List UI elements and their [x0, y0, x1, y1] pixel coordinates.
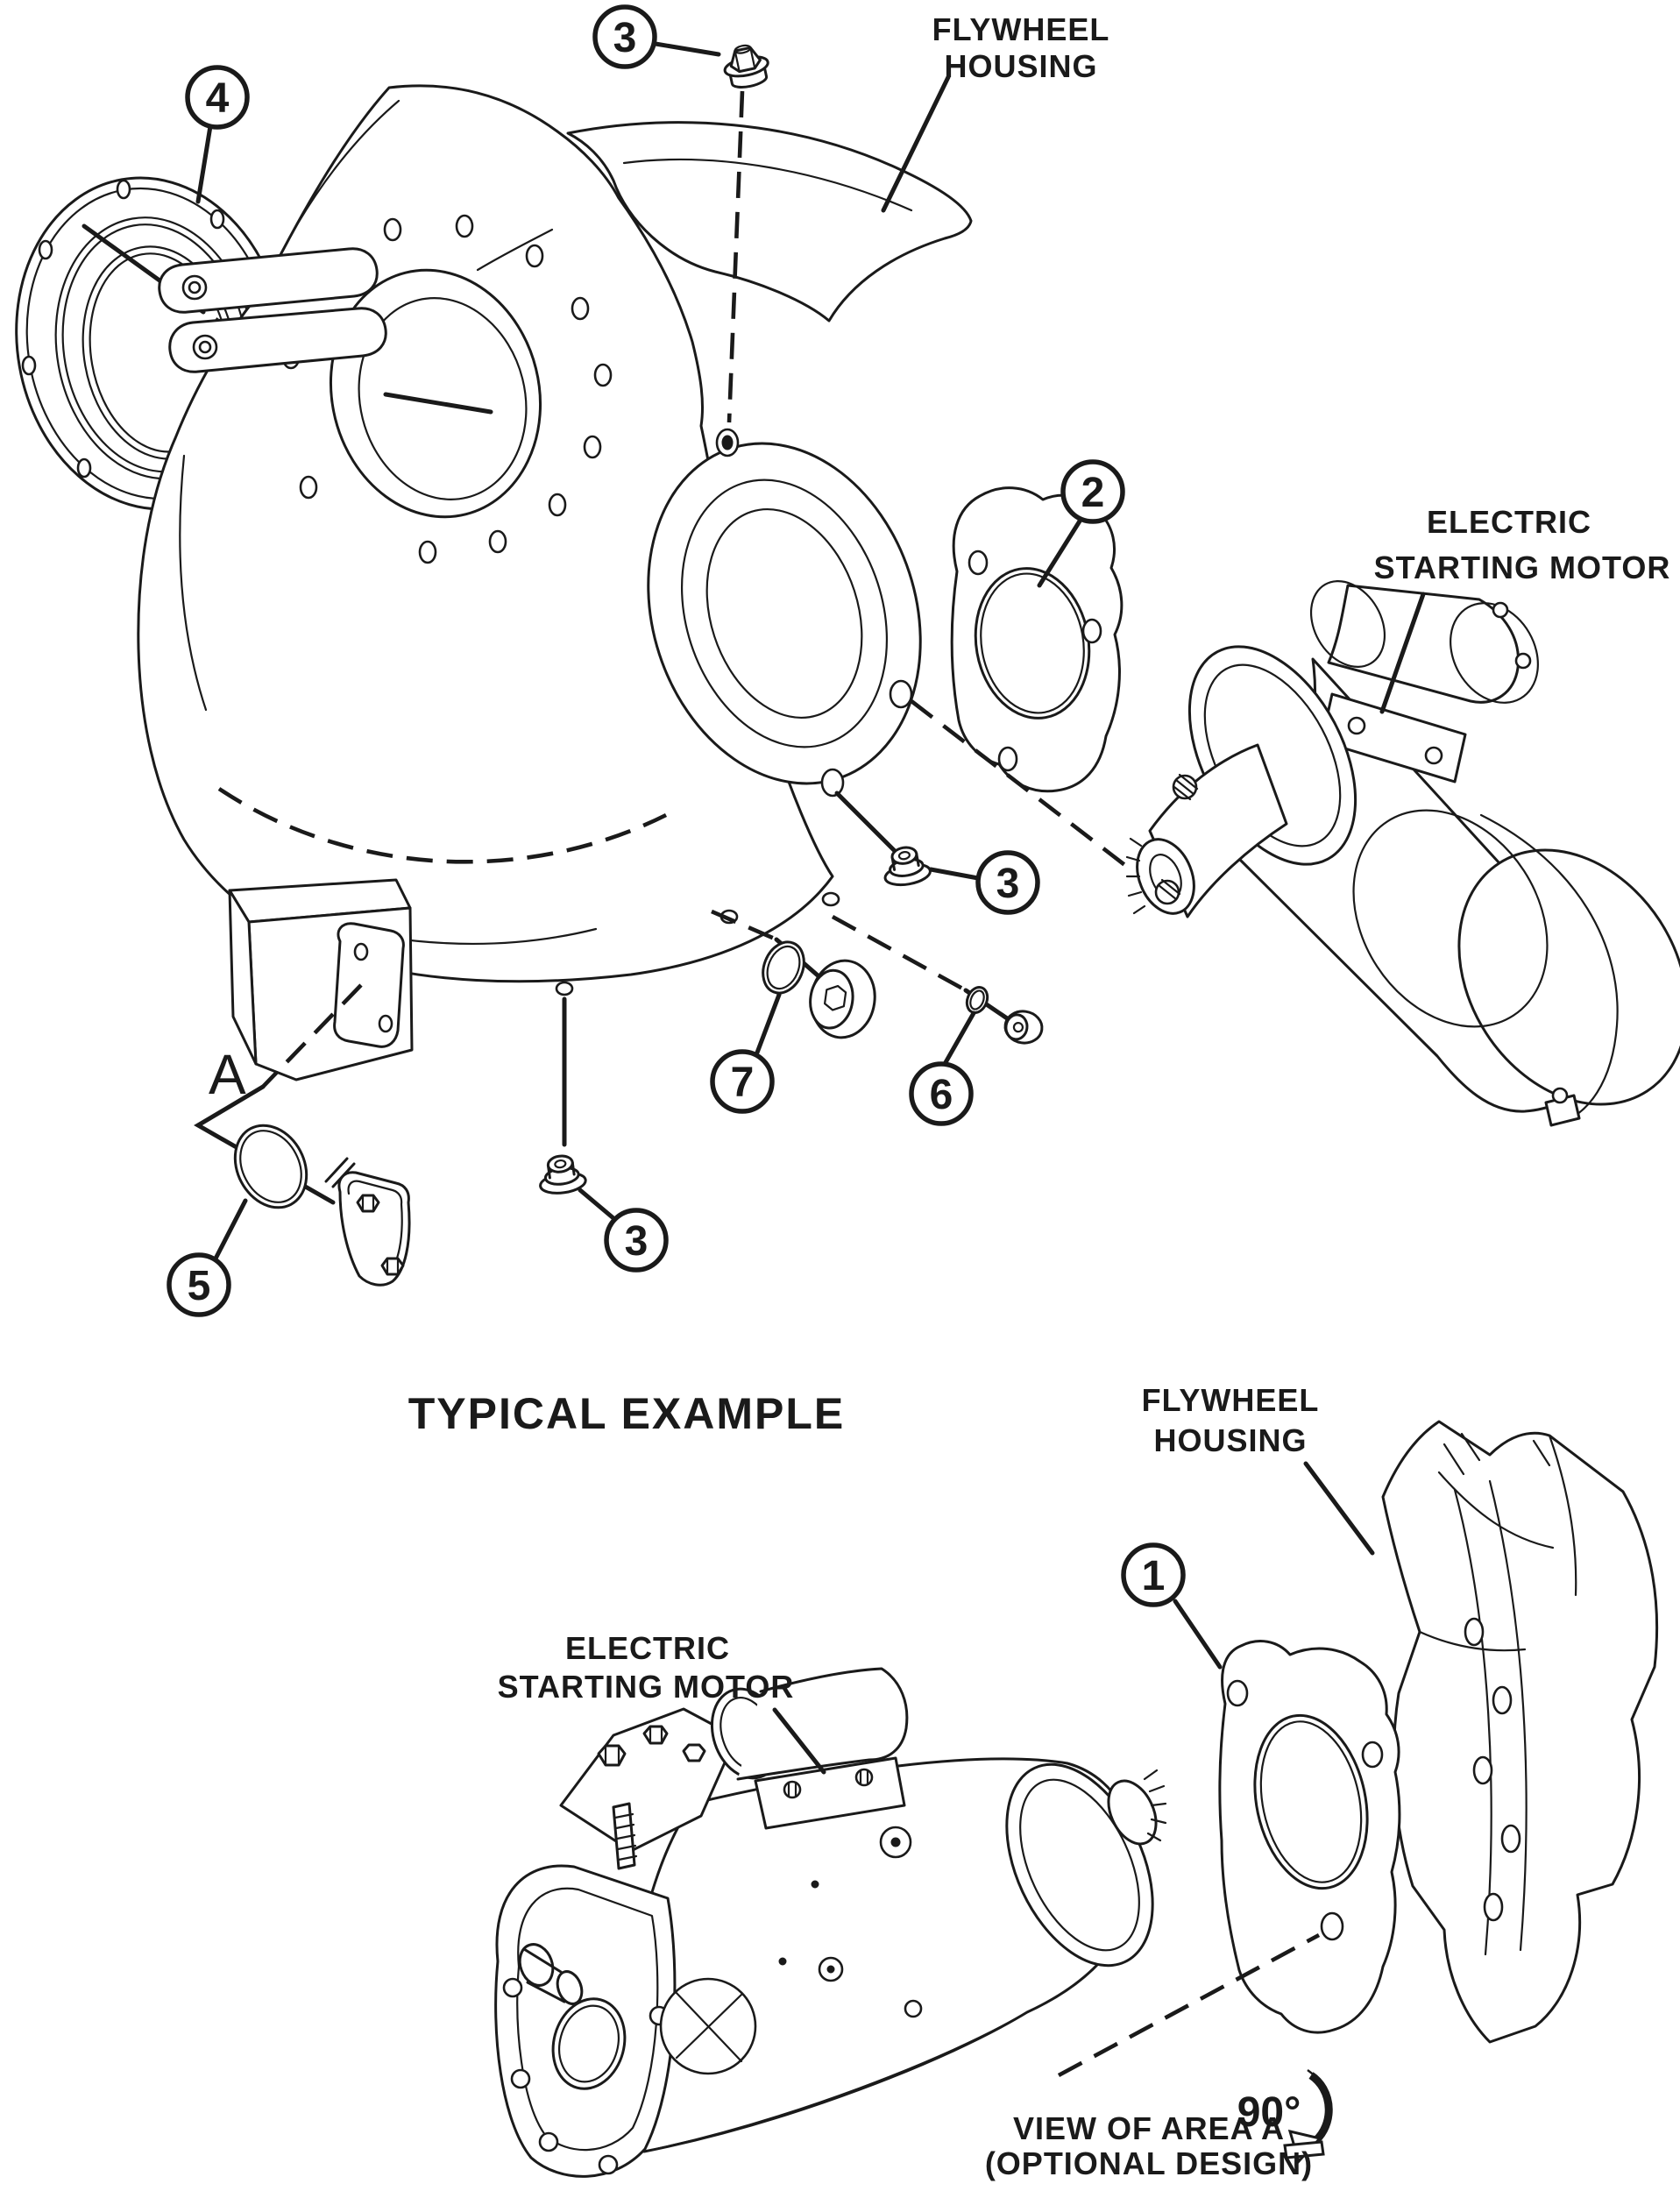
callout-3-mid: 3 [928, 850, 1040, 915]
view-caption-line-1: VIEW OF AREA A [1013, 2110, 1285, 2146]
svg-text:2: 2 [1081, 470, 1105, 516]
svg-text:7: 7 [731, 1060, 755, 1106]
figure-bottom: 1 FLYWHEEL HOUSING ELECTRIC STARTING MOT… [494, 1382, 1659, 2181]
gasket-part-top [950, 486, 1124, 793]
svg-text:3: 3 [613, 15, 637, 61]
plug-part-3-top [723, 44, 769, 89]
plug-part-3-bottom [539, 1154, 587, 1195]
mount-axis-dashed [1057, 1932, 1321, 2078]
svg-text:6: 6 [930, 1072, 953, 1118]
motor-axis-dashed [910, 699, 1132, 871]
flywheel-housing-bottom-label-2: HOUSING [1153, 1422, 1307, 1458]
flywheel-housing-bottom-label-1: FLYWHEEL [1142, 1382, 1320, 1418]
hidden-rim-line [217, 787, 668, 864]
oring-part-5 [233, 1124, 308, 1209]
plug-part-7 [809, 959, 876, 1039]
electric-motor-top-leader [1379, 592, 1426, 714]
svg-text:3: 3 [625, 1218, 649, 1265]
callout-4: 4 [185, 65, 250, 204]
electric-motor-bottom-label-2: STARTING MOTOR [498, 1669, 795, 1705]
view-caption-line-2: (OPTIONAL DESIGN) [985, 2145, 1313, 2181]
svg-text:1: 1 [1142, 1553, 1166, 1599]
plug-top-axis [727, 90, 745, 423]
callout-5: 5 [167, 1198, 248, 1317]
svg-text:3: 3 [996, 861, 1020, 907]
figure-top: 4 3 2 3 3 5 7 [15, 4, 1680, 1438]
typical-example-caption: TYPICAL EXAMPLE [408, 1389, 846, 1438]
flywheel-housing-drawing [137, 84, 973, 1081]
bore-mark-line [383, 392, 493, 415]
electric-motor-top-label-2: STARTING MOTOR [1374, 550, 1671, 585]
callout-7: 7 [710, 992, 782, 1114]
annotation-lines-bottom [772, 1461, 1375, 2078]
plug-mid-axis [834, 791, 898, 854]
callout-2: 2 [1037, 459, 1125, 588]
callout-3-top: 3 [592, 4, 721, 69]
oring6-axis-dashed [831, 914, 968, 993]
flywheel-housing-top-leader [881, 74, 951, 213]
flywheel-housing-top-label-1: FLYWHEEL [932, 11, 1110, 47]
gasket-part-bottom [1218, 1640, 1401, 2034]
flywheel-housing-top-label-2: HOUSING [944, 48, 1097, 84]
area-a-dashed [261, 983, 363, 1088]
electric-motor-top-label-1: ELECTRIC [1427, 504, 1591, 540]
oring-part-6 [965, 985, 989, 1015]
svg-text:5: 5 [188, 1263, 211, 1309]
rotation-angle-label: 90° [1237, 2089, 1301, 2136]
starting-motor-bottom-drawing [494, 1667, 1167, 2178]
area-a-bracket [228, 878, 414, 1081]
flywheel-housing-bottom-leader [1303, 1461, 1375, 1556]
flywheel-housing-fragment-drawing [1381, 1420, 1659, 2044]
svg-text:4: 4 [206, 75, 230, 122]
oring7-axis-dashed [711, 909, 777, 942]
callout-1: 1 [1121, 1542, 1223, 1670]
electric-motor-bottom-label-1: ELECTRIC [565, 1630, 730, 1666]
electric-motor-bottom-leader [772, 1707, 826, 1775]
starting-motor-top-drawing [1125, 580, 1680, 1127]
plug-part-3-mid [883, 846, 932, 887]
rotation-arrow-icon [1283, 2068, 1333, 2164]
callout-6: 6 [909, 1010, 976, 1126]
cover-plate-part [324, 1157, 411, 1287]
plug-part-6 [1003, 1010, 1044, 1045]
callout-3-bottom: 3 [578, 1188, 669, 1273]
area-a-marker: A [209, 1043, 246, 1106]
oring-part-7 [762, 940, 805, 995]
